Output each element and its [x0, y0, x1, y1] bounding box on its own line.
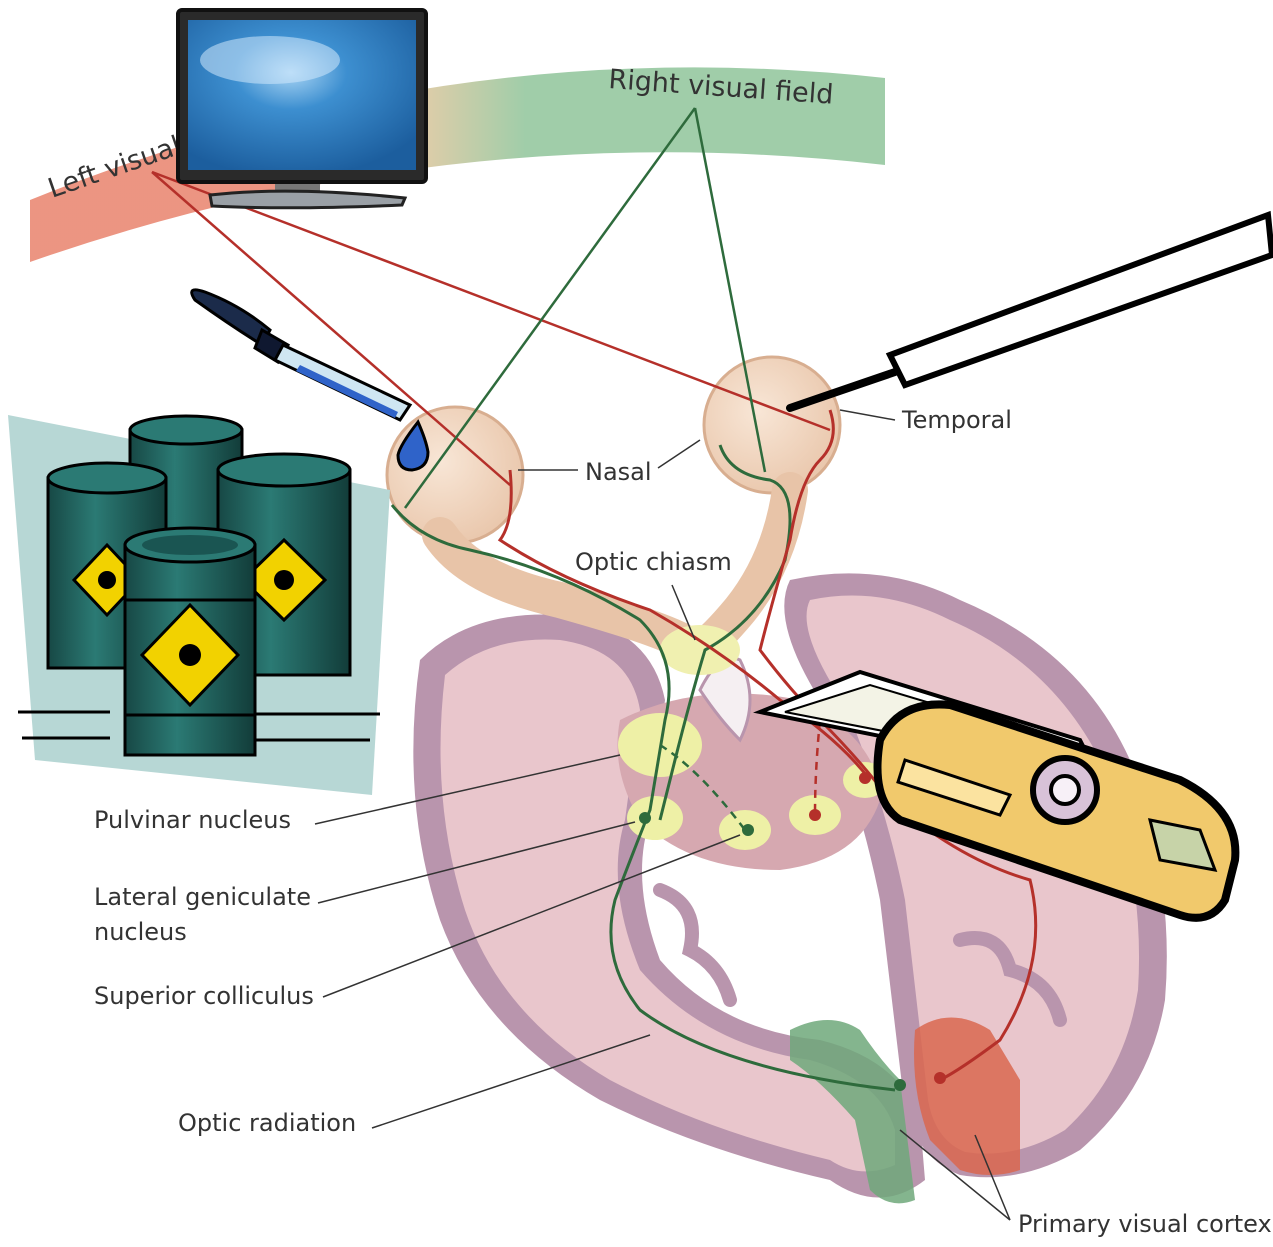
primary-visual-cortex-label: Primary visual cortex — [1018, 1210, 1272, 1238]
radioactive-barrels-icon — [8, 415, 390, 795]
optic-radiation-label: Optic radiation — [178, 1109, 356, 1137]
nasal-label: Nasal — [585, 458, 652, 486]
lateral-geniculate-label-line1: Lateral geniculate — [94, 883, 311, 911]
optic-chiasm-label: Optic chiasm — [575, 548, 732, 576]
brain-section — [413, 573, 1166, 1203]
pulvinar-nucleus-label: Pulvinar nucleus — [94, 806, 291, 834]
temporal-label: Temporal — [901, 406, 1012, 434]
probe-icon — [790, 215, 1272, 408]
eyes — [387, 357, 840, 675]
superior-colliculus-label: Superior colliculus — [94, 982, 314, 1010]
lateral-geniculate-label-line2: nucleus — [94, 918, 187, 946]
visual-field-band: Left visual field Right visual field — [30, 64, 885, 262]
monitor-icon — [178, 10, 426, 208]
